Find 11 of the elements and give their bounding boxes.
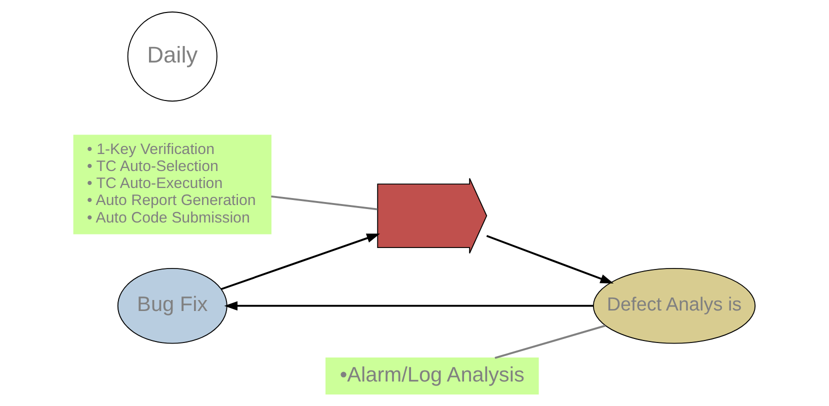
arrow <box>220 234 380 290</box>
connector <box>494 324 606 359</box>
node-box: •Alarm/Log Analysis <box>325 358 539 394</box>
node-ellipse: Defect Analys is <box>592 268 756 344</box>
node-arrow <box>377 178 488 254</box>
connector <box>271 195 378 210</box>
arrow <box>486 235 614 284</box>
arrow <box>224 301 594 311</box>
node-ellipse: Bug Fix <box>117 268 228 344</box>
node-circle: Daily <box>127 12 218 102</box>
node-box: • 1-Key Verification • TC Auto-Selection • TC Auto-Execution • Auto Report Generation • Auto Code Submission <box>73 134 272 234</box>
